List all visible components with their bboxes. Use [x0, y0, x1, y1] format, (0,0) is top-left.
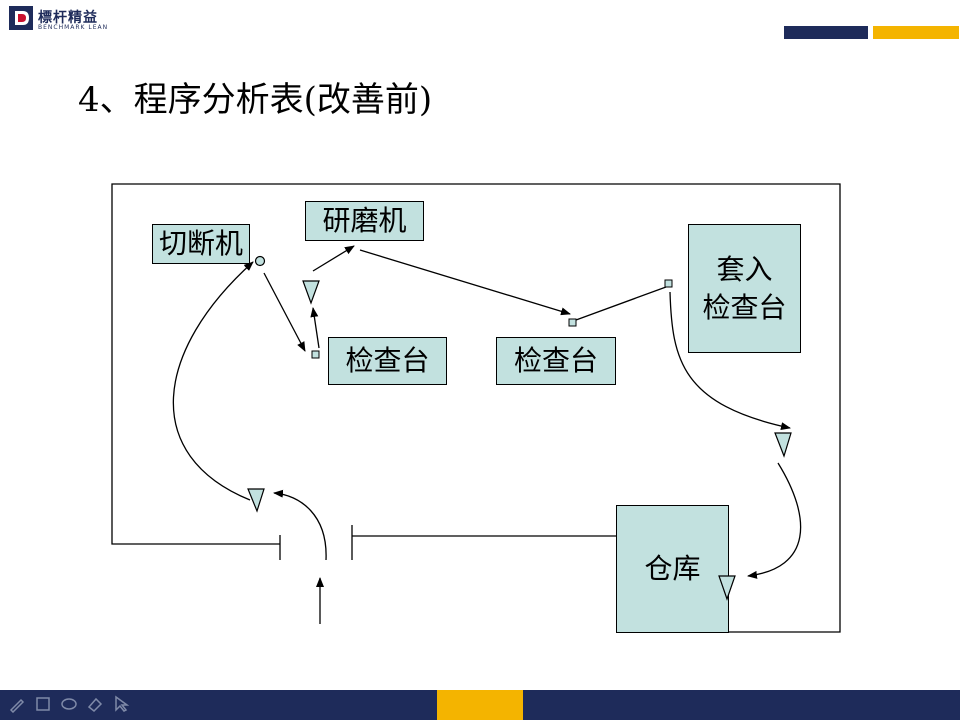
- slide-title: 4、程序分析表(改善前): [78, 80, 433, 120]
- storage-symbol: [247, 488, 265, 513]
- station-assembly-inspection-line2: 检查台: [702, 290, 787, 324]
- storage-symbol: [774, 432, 792, 458]
- logo-name-en: BENCHMARK LEAN: [38, 24, 109, 31]
- presentation-toolbar: [8, 692, 130, 716]
- storage-symbol: [302, 280, 320, 305]
- inspection-symbol: [568, 318, 577, 327]
- station-cutting-machine: 切断机: [152, 224, 250, 264]
- flow-grinder-to-inspection: [359, 249, 571, 316]
- station-assembly-inspection: 套入 检查台: [688, 224, 801, 353]
- station-grinding-machine: 研磨机: [305, 201, 424, 241]
- logo-mark-icon: [9, 6, 33, 30]
- flow-down-right: [669, 291, 791, 431]
- flow-to-warehouse: [747, 462, 802, 579]
- brand-logo: 標杆精益 BENCHMARK LEAN: [8, 5, 118, 35]
- pencil-icon[interactable]: [60, 695, 78, 713]
- station-inspection-table-1: 检查台: [328, 337, 447, 385]
- operation-symbol: [254, 255, 266, 267]
- pen-icon[interactable]: [8, 695, 26, 713]
- inspection-symbol: [311, 350, 320, 359]
- station-assembly-inspection-line1: 套入: [716, 252, 773, 286]
- pointer-icon[interactable]: [112, 695, 130, 713]
- header-accent-gold: [873, 26, 959, 39]
- logo-name-cn: 標杆精益: [38, 10, 98, 26]
- slide-icon[interactable]: [34, 695, 52, 713]
- station-warehouse: 仓库: [616, 505, 729, 633]
- header-accent-navy: [784, 26, 868, 39]
- flow-to-assembly-inspection: [575, 286, 667, 321]
- flow-up-to-cutter: [172, 261, 254, 501]
- flow-to-grinder: [312, 245, 355, 272]
- flow-entry-to-cutter: [273, 489, 327, 561]
- footer-bar-gold: [437, 690, 523, 720]
- flow-cutter-to-inspection: [263, 272, 306, 352]
- flow-inspection-up: [310, 307, 320, 349]
- building-outline: [111, 183, 841, 633]
- inspection-symbol: [664, 279, 673, 288]
- station-inspection-table-2: 检查台: [496, 337, 616, 385]
- eraser-icon[interactable]: [86, 695, 104, 713]
